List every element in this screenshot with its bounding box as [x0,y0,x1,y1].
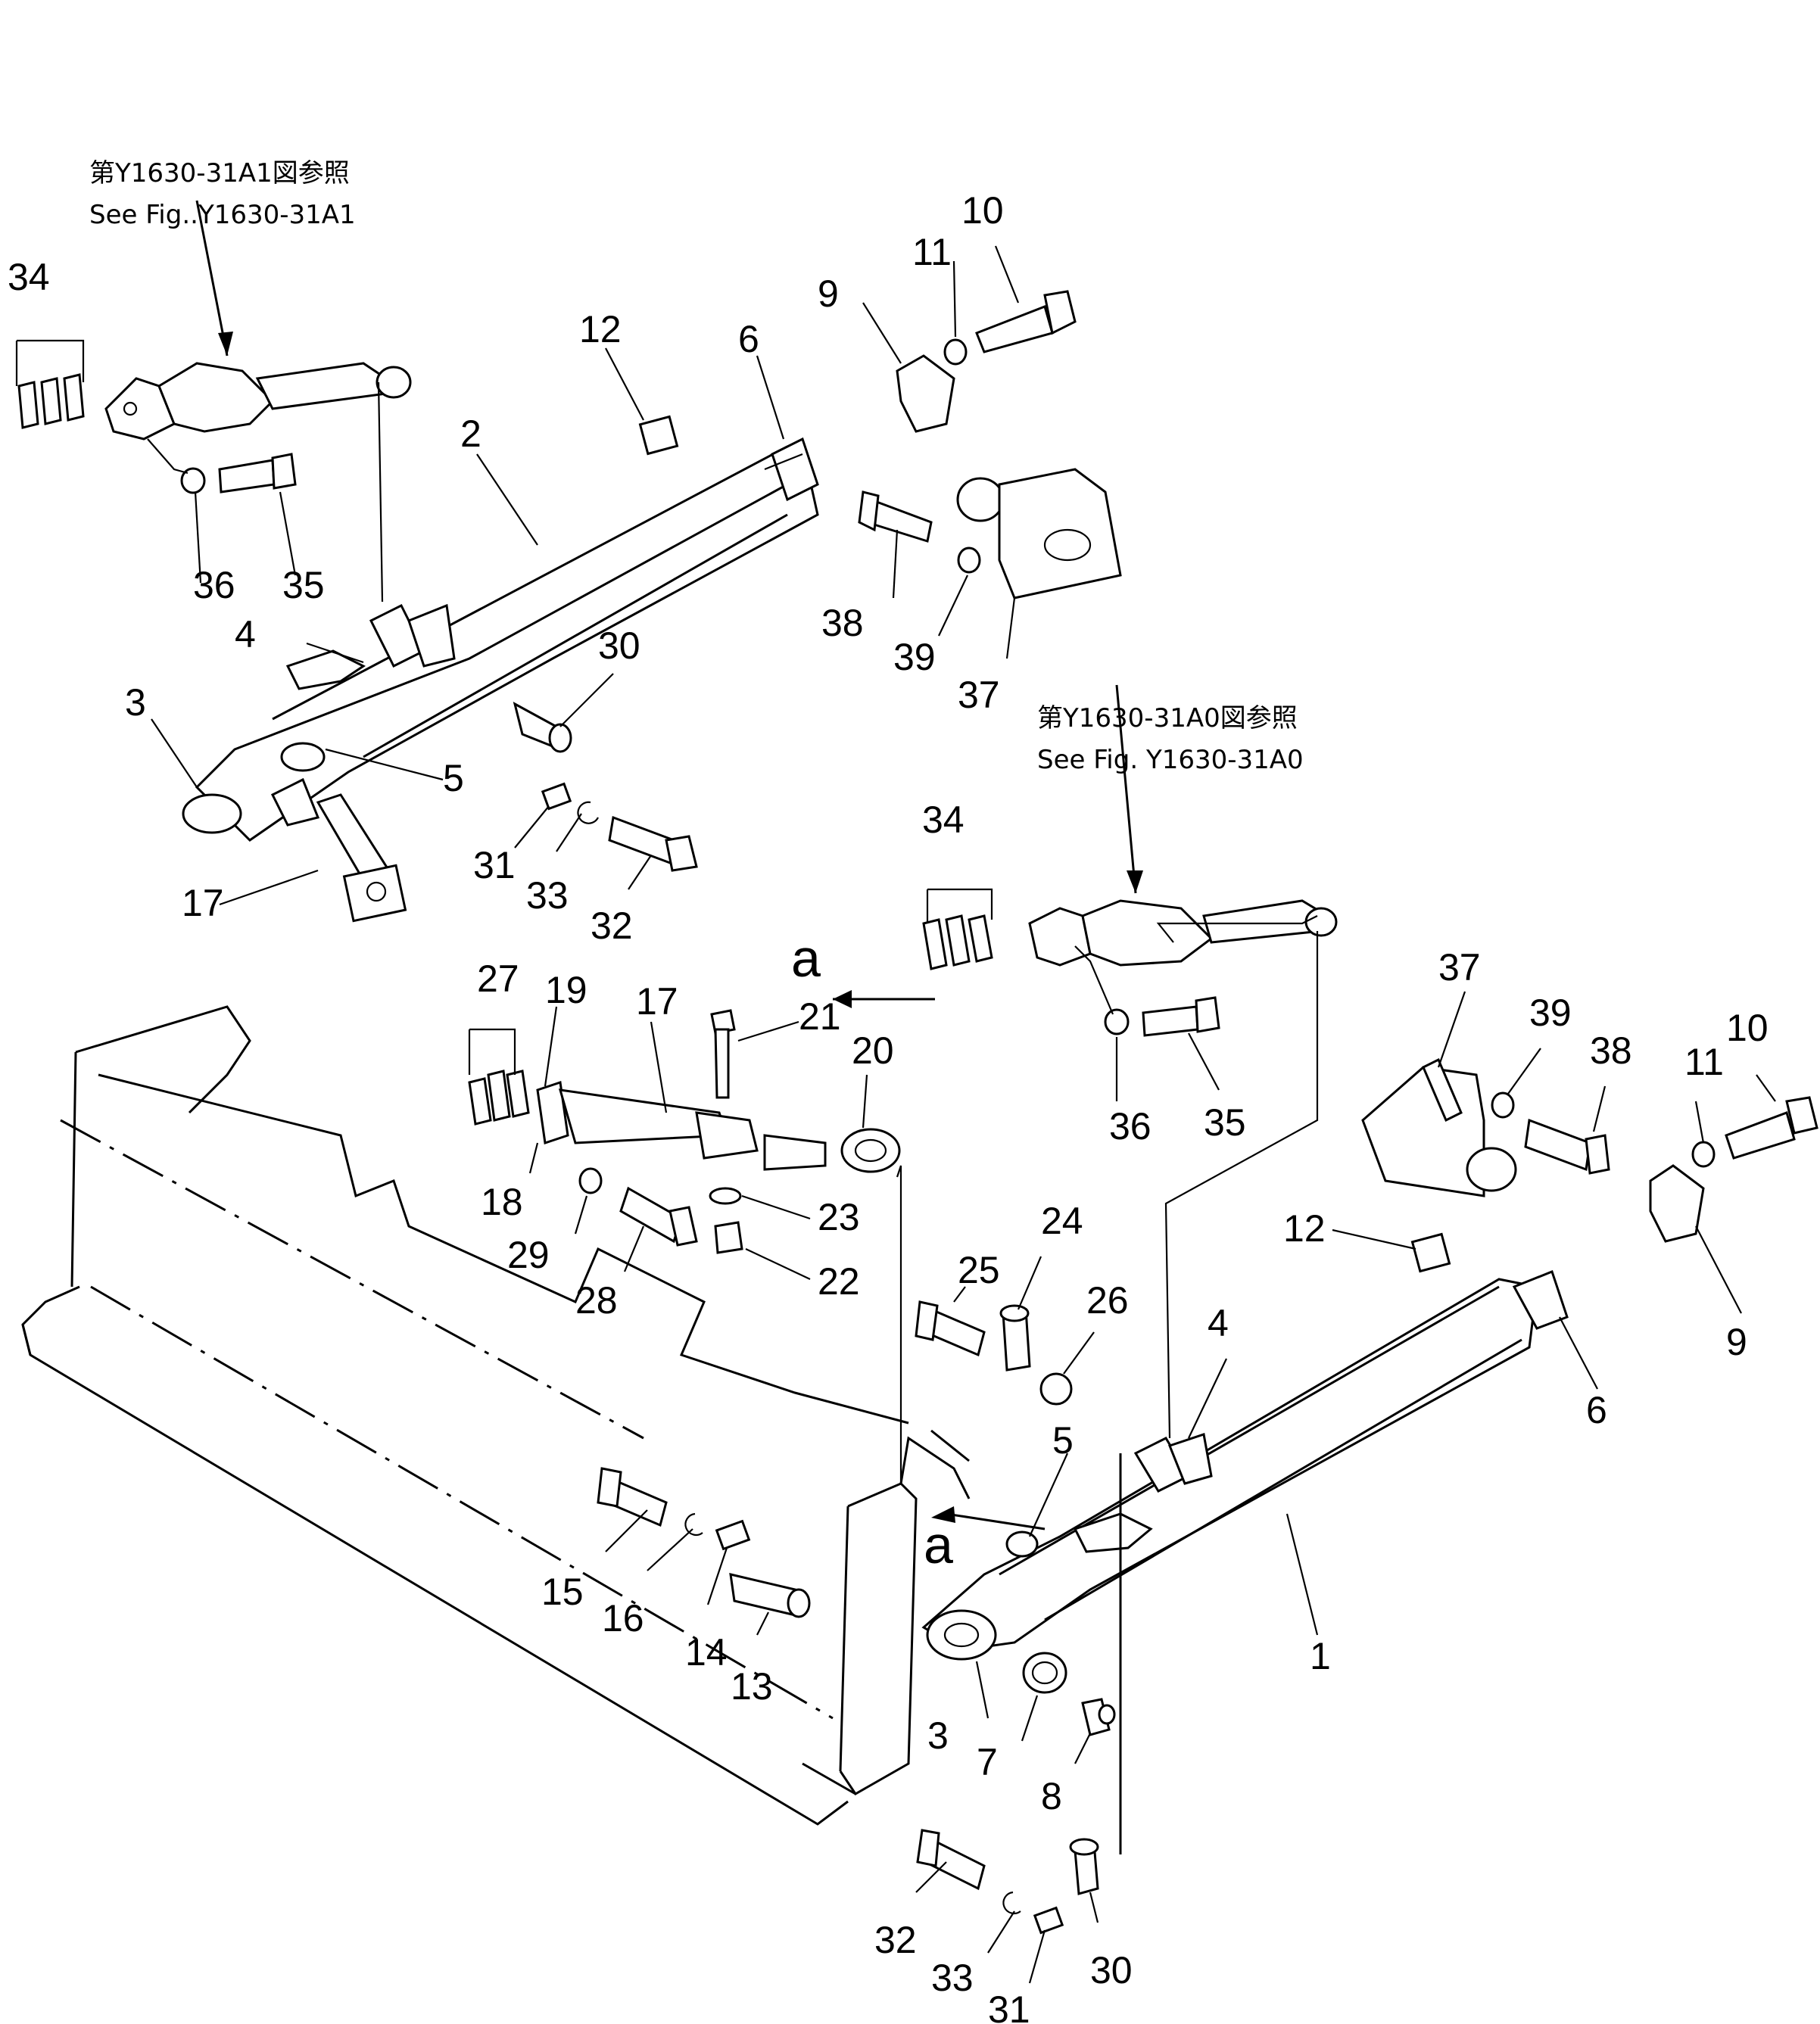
reference-2-en: See Fig. Y1630-31A0 [1037,745,1304,775]
lock-parts-15 [597,1467,811,1618]
callout: 10 [961,189,1004,232]
callout: 5 [1052,1419,1074,1462]
callout: 6 [738,318,759,360]
callout: 27 [477,958,519,1000]
callout: 28 [575,1279,618,1322]
reference-1-en: See Fig..Y1630-31A1 [89,200,356,230]
callout: 3 [125,681,146,724]
callout: 33 [931,1957,974,1999]
callout: 31 [988,1988,1030,2024]
callout: 23 [818,1196,860,1238]
callout: 9 [1726,1321,1747,1363]
callout: 38 [1590,1029,1632,1072]
callout: 15 [541,1571,584,1613]
reference-1-jp: 第Y1630-31A1図参照 [89,158,350,188]
cylinder-upper [104,362,412,441]
callout: 1 [1310,1635,1331,1677]
pin-24-group [915,1300,1073,1406]
callout: 38 [821,602,864,644]
callout: 32 [591,905,633,947]
callout: 3 [927,1714,949,1757]
view-marker-a-2: a [924,1515,953,1574]
callout: 9 [818,272,839,315]
bolt-35-lower [1104,996,1220,1037]
callout: 4 [1208,1302,1229,1344]
callout: 19 [545,969,587,1011]
reference-2-jp: 第Y1630-31A0図参照 [1037,703,1298,733]
dozer-blade [21,1005,971,1826]
callout: 2 [460,413,481,455]
callout: 4 [235,613,256,655]
callout: 21 [799,995,841,1038]
clip-set-upper [17,373,85,429]
callout: 10 [1726,1007,1769,1049]
lock-parts-lower [916,1829,1099,1935]
clip-set-34-lower [922,914,993,970]
callout: 30 [1090,1949,1133,1991]
callout: 17 [636,980,678,1023]
callout: 7 [977,1741,998,1783]
bushing-group [1022,1652,1116,1736]
callout: 20 [852,1029,894,1072]
bracket-37-upper [858,468,1122,599]
callout: 18 [481,1181,523,1223]
callout: 35 [282,564,325,606]
cap-9-upper [896,290,1077,433]
callout: 34 [8,256,50,298]
callout: 8 [1041,1775,1062,1817]
callout: 32 [874,1919,917,1961]
callout: 6 [1586,1389,1607,1431]
callout: 31 [473,844,516,886]
callout: 36 [1109,1105,1152,1147]
frame-lower [921,1270,1569,1661]
callout: 12 [1283,1207,1326,1250]
callout: 37 [1438,946,1481,989]
callout: 5 [443,757,464,799]
callout: 14 [685,1631,728,1674]
callout: 34 [922,799,965,841]
strut-17-assembly [536,1009,901,1254]
callout: 11 [1684,1041,1724,1083]
cap-9-lower [1649,1164,1705,1243]
callout: 12 [579,308,622,350]
nut-12-lower [1410,1232,1451,1273]
callout: 39 [1529,992,1572,1034]
callout: 17 [182,882,224,924]
callout: 39 [893,636,936,678]
callout: 16 [602,1597,644,1639]
callout: 11 [912,231,952,273]
callout: 24 [1041,1200,1083,1242]
callout-numbers: 34 10 11 9 12 6 2 36 35 38 39 37 4 30 3 … [8,189,1769,2024]
view-marker-a-1: a [791,929,821,988]
callout: 30 [598,624,640,667]
strut-upper [316,793,407,923]
callout: 37 [958,674,1000,716]
callout: 13 [731,1665,773,1708]
callout: 35 [1204,1101,1246,1144]
clip-set-27 [468,1070,530,1126]
lock-parts-upper [541,782,698,872]
bracket-37-lower [1361,1057,1818,1197]
callout: 29 [507,1234,550,1276]
bolt-35-upper [180,453,297,494]
callout: 26 [1086,1279,1129,1322]
frame-upper [182,437,819,842]
reference-notes: 第Y1630-31A1図参照 See Fig..Y1630-31A1 第Y163… [89,158,1304,775]
cylinder-lower [1028,899,1338,967]
view-markers: a a [791,929,953,1574]
callout: 36 [193,564,235,606]
callout: 33 [526,874,569,917]
callout: 22 [818,1260,860,1303]
nut-12-upper [638,415,679,456]
callout: 25 [958,1249,1000,1291]
leader-lines [15,200,1776,1984]
